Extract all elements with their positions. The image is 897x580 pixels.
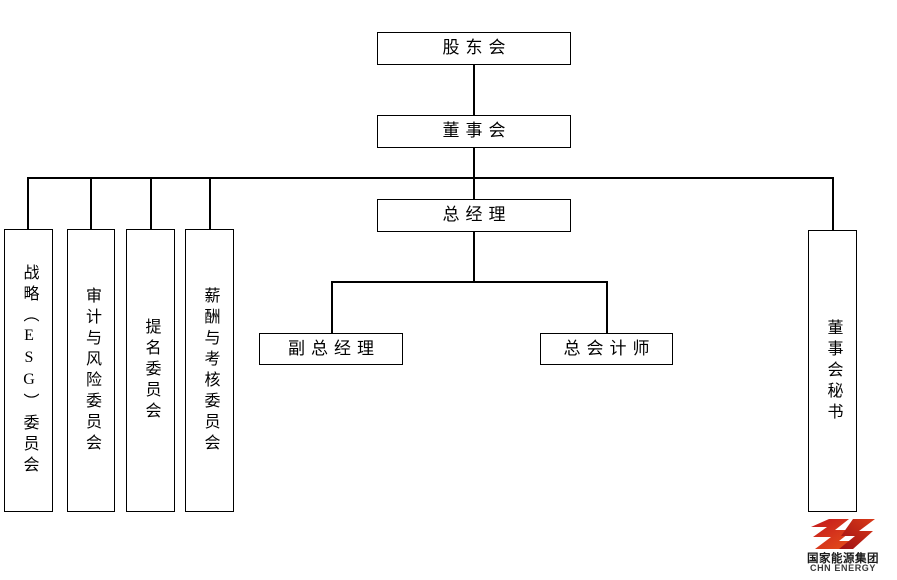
company-logo: 国家能源集团 CHN ENERGY	[795, 518, 891, 576]
logo-name-cn: 国家能源集团	[807, 553, 879, 565]
node-deputy-general-manager: 副总经理	[259, 333, 403, 365]
node-remuneration-appraisal-committee: 薪酬与考核委员会	[185, 229, 234, 512]
connector-bus-to-committee-2	[90, 177, 92, 229]
node-nomination-committee-label: 提名委员会	[142, 318, 160, 423]
connector-general-manager-horizontal-bus	[331, 281, 608, 283]
connector-board-horizontal-bus	[27, 177, 833, 179]
node-general-manager: 总经理	[377, 199, 571, 232]
logo-name-en: CHN ENERGY	[809, 563, 876, 573]
node-shareholders-meeting: 股东会	[377, 32, 571, 65]
node-shareholders-meeting-label: 股东会	[442, 38, 512, 58]
chn-energy-logo-mark	[811, 519, 875, 549]
connector-bus-to-committee-1	[27, 177, 29, 229]
node-general-manager-label: 总经理	[442, 205, 512, 225]
node-chief-accountant: 总会计师	[540, 333, 673, 365]
node-strategy-esg-committee: 战略（ESG）委员会	[4, 229, 53, 512]
node-audit-risk-committee-label: 审计与风险委员会	[83, 286, 100, 455]
node-nomination-committee: 提名委员会	[126, 229, 175, 512]
connector-bus-to-committee-4	[209, 177, 211, 229]
node-deputy-general-manager-label: 副总经理	[288, 338, 380, 358]
connector-board-to-bus	[473, 148, 475, 178]
node-chief-accountant-label: 总会计师	[563, 338, 656, 358]
connector-bus-to-committee-3	[150, 177, 152, 229]
connector-bus-to-board-secretary	[832, 177, 834, 230]
node-board-of-directors: 董事会	[377, 115, 571, 148]
node-board-secretary: 董事会秘书	[808, 230, 857, 512]
node-board-secretary-label: 董事会秘书	[824, 318, 842, 424]
connector-shareholders-to-board	[473, 65, 475, 115]
connector-bus-to-general-manager	[473, 177, 475, 199]
connector-bus-to-chief-accountant	[606, 281, 608, 333]
node-strategy-esg-committee-label: 战略（ESG）委员会	[20, 264, 38, 477]
node-audit-risk-committee: 审计与风险委员会	[67, 229, 115, 512]
connector-bus-to-deputy-gm	[331, 281, 333, 333]
node-remuneration-appraisal-committee-label: 薪酬与考核委员会	[201, 286, 219, 455]
connector-general-manager-to-bus	[473, 232, 475, 282]
node-board-of-directors-label: 董事会	[442, 121, 512, 141]
